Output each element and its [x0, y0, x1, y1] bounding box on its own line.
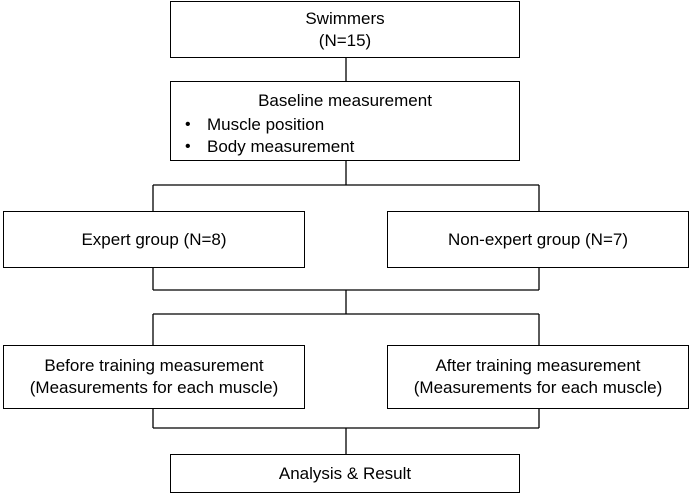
swimmers-title: Swimmers: [305, 8, 385, 28]
after-training-title: After training measurement: [435, 356, 641, 375]
before-training-box: Before training measurement (Measurement…: [3, 345, 305, 409]
bullet-icon: •: [185, 116, 191, 133]
after-training-detail: (Measurements for each muscle): [413, 378, 663, 397]
non-expert-group-box: Non-expert group (N=7): [387, 211, 689, 268]
swimmers-box: Swimmers (N=15): [170, 1, 520, 58]
before-training-detail: (Measurements for each muscle): [29, 378, 279, 397]
non-expert-group-label: Non-expert group (N=7): [447, 229, 628, 249]
expert-group-box: Expert group (N=8): [3, 211, 305, 268]
baseline-item: • Muscle position: [185, 114, 519, 136]
baseline-item-list: • Muscle position • Body measurement: [171, 114, 519, 158]
before-training-title: Before training measurement: [44, 356, 264, 375]
after-training-box: After training measurement (Measurements…: [387, 345, 689, 409]
baseline-item-label: Body measurement: [207, 137, 355, 156]
baseline-title: Baseline measurement: [258, 91, 432, 110]
baseline-item-label: Muscle position: [207, 115, 325, 134]
analysis-result-box: Analysis & Result: [170, 454, 520, 493]
baseline-measurement-box: Baseline measurement • Muscle position •…: [170, 81, 520, 161]
swimmers-count: (N=15): [318, 30, 372, 50]
baseline-item: • Body measurement: [185, 136, 519, 158]
analysis-result-label: Analysis & Result: [278, 463, 412, 483]
bullet-icon: •: [185, 138, 191, 155]
expert-group-label: Expert group (N=8): [81, 229, 227, 249]
